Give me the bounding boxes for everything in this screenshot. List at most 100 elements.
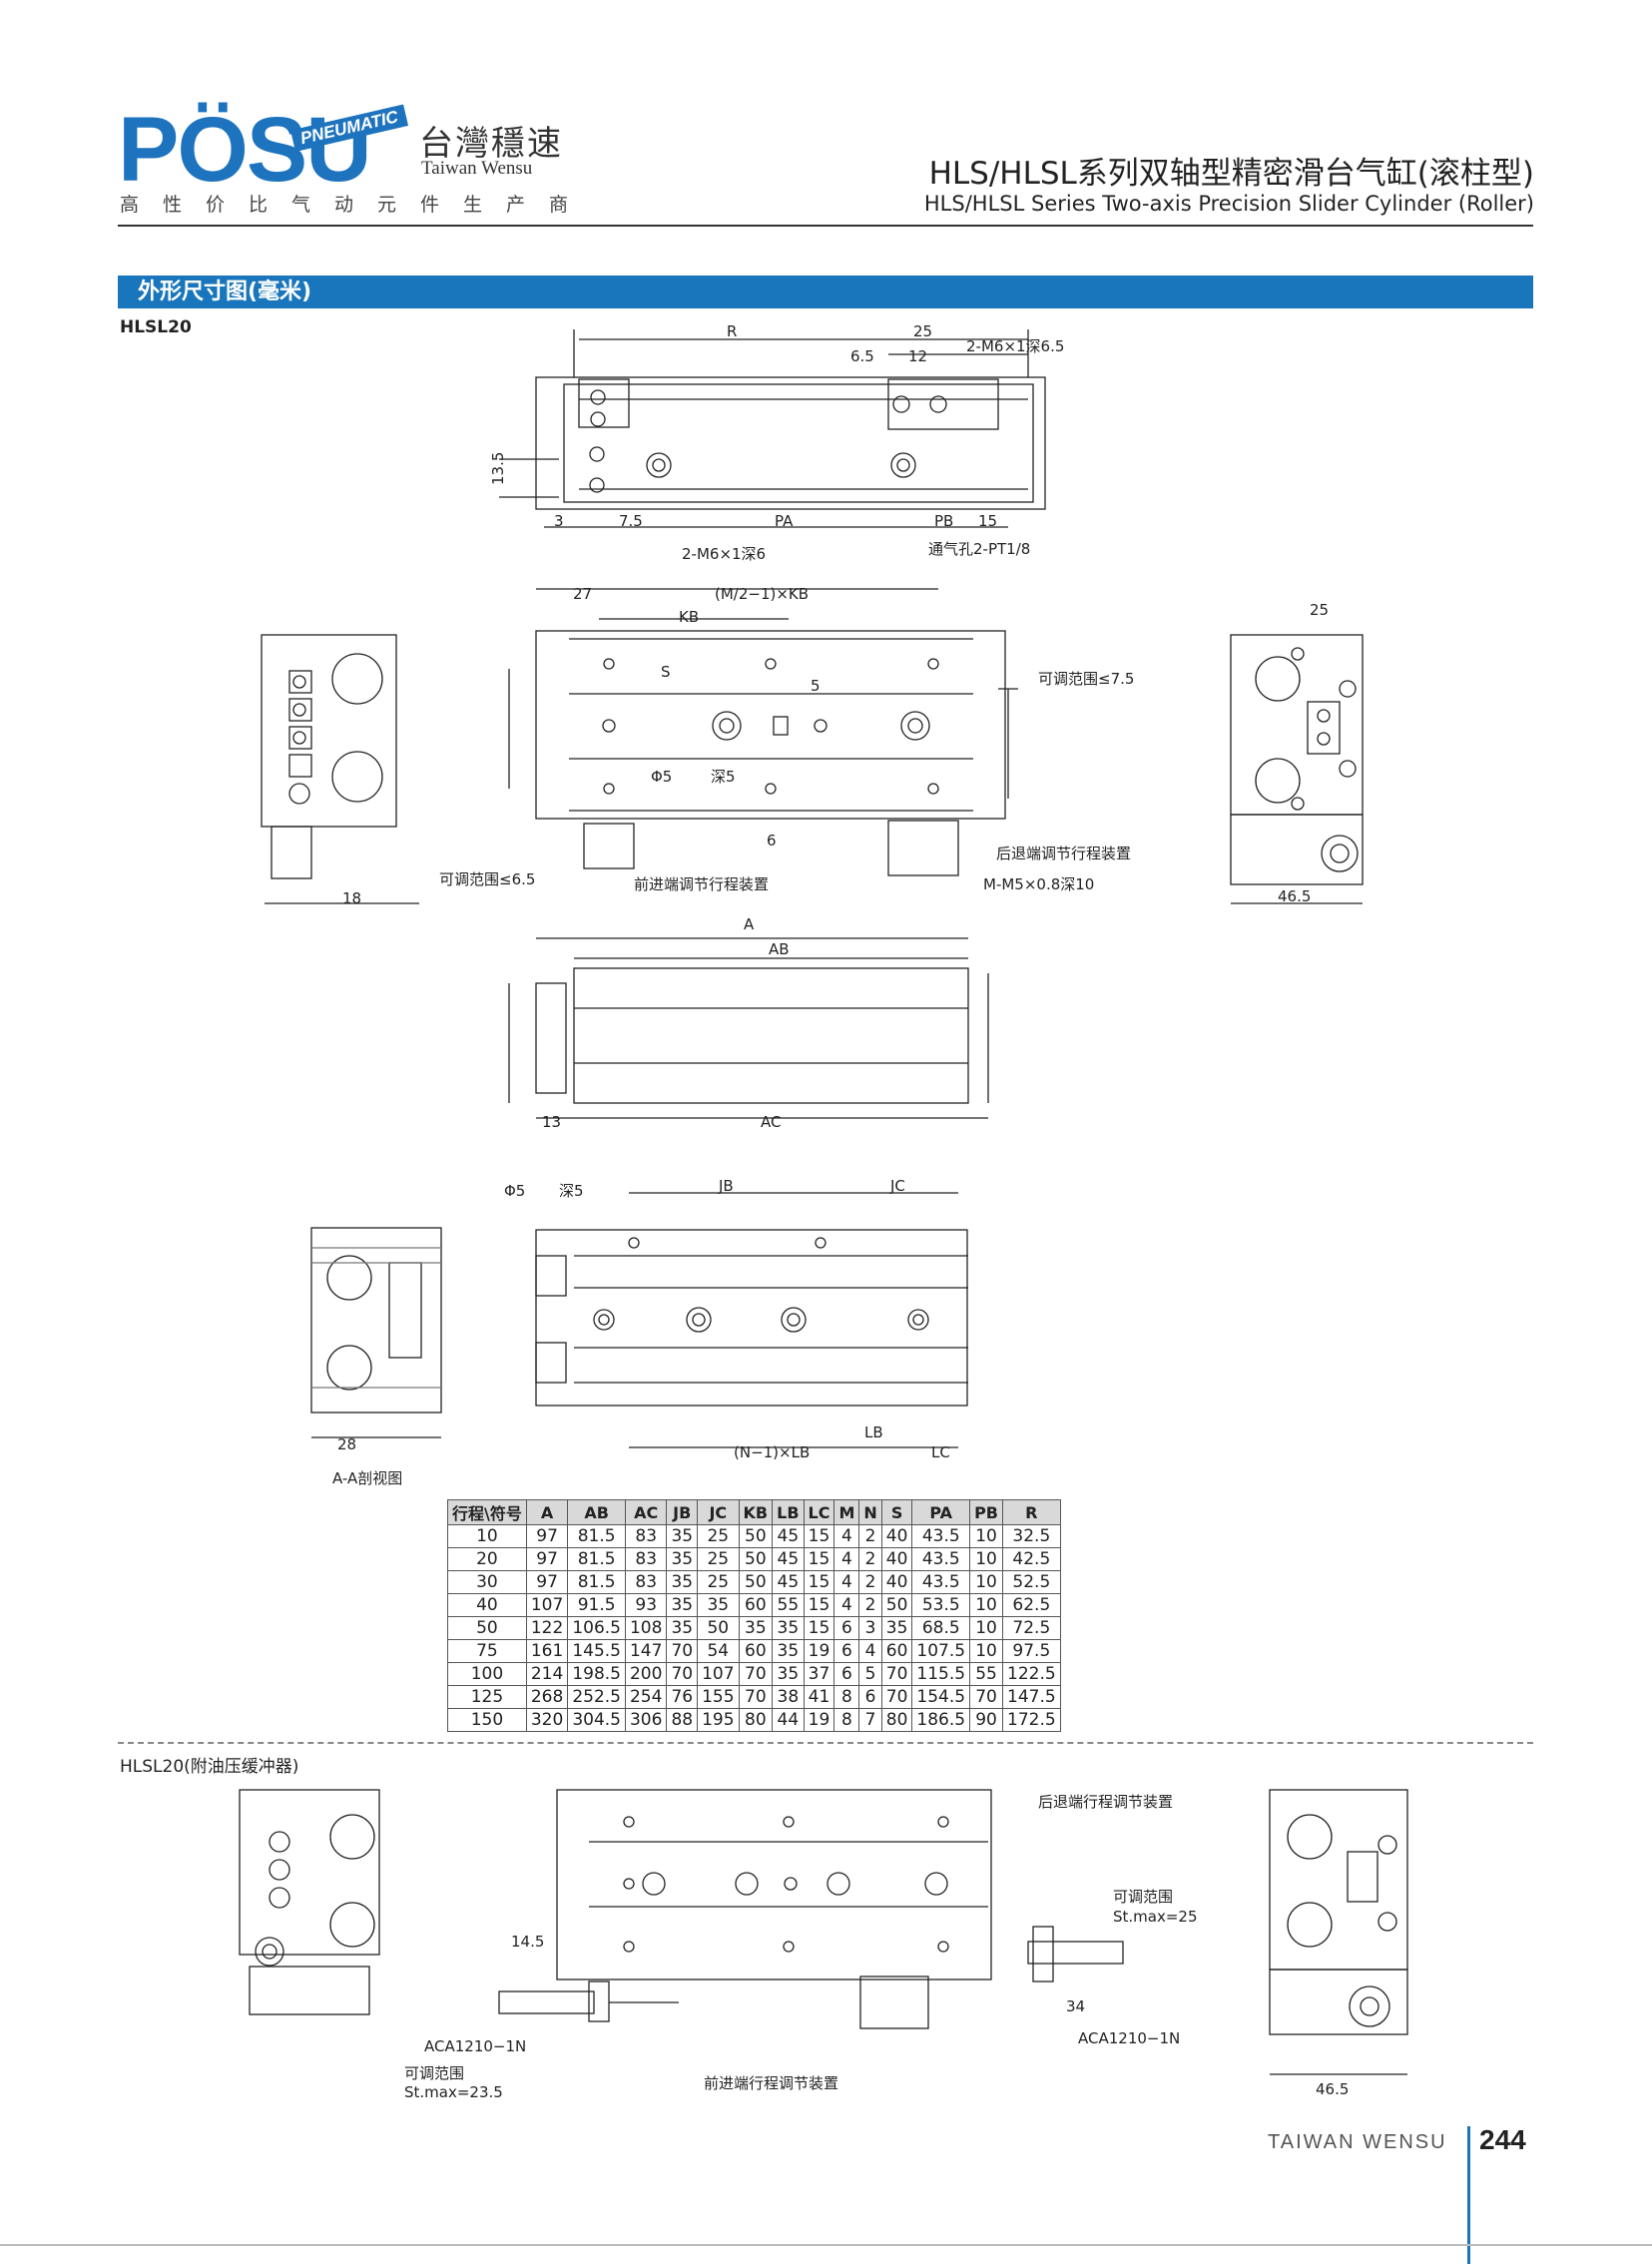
- table-cell: 45: [772, 1524, 805, 1548]
- table-cell: 2: [858, 1570, 882, 1594]
- table-cell: 6: [858, 1685, 882, 1709]
- dim-nlb: (N−1)×LB: [734, 1443, 810, 1461]
- dim-25: 25: [913, 322, 932, 340]
- table-cell: 108: [624, 1616, 668, 1640]
- table-cell: 45: [772, 1570, 805, 1594]
- table-cell: 252.5: [567, 1685, 626, 1709]
- table-cell: 70: [969, 1685, 1003, 1709]
- brand-name-cn: 台灣穩速: [419, 124, 563, 164]
- table-header-cell: LB: [772, 1499, 805, 1525]
- table-header-cell: A: [525, 1499, 569, 1525]
- note-adj-6-5: 可调范围≤6.5: [439, 870, 535, 888]
- table-cell: 20: [447, 1547, 527, 1571]
- page-title-en: HLS/HLSL Series Two-axis Precision Slide…: [923, 192, 1534, 216]
- table-cell: 50: [738, 1570, 774, 1594]
- table-cell: 97.5: [1002, 1639, 1061, 1663]
- table-cell: 6: [833, 1616, 860, 1640]
- dim-25-r: 25: [1310, 601, 1329, 619]
- table-cell: 62.5: [1002, 1593, 1061, 1617]
- table-header-cell: JB: [666, 1499, 699, 1525]
- table-cell: 115.5: [911, 1662, 971, 1686]
- note-st25: St.max=25: [1113, 1908, 1198, 1926]
- table-cell: 320: [525, 1708, 569, 1732]
- table-cell: 15: [803, 1524, 835, 1548]
- left-end-view: [261, 634, 419, 904]
- table-cell: 50: [738, 1524, 774, 1548]
- table-cell: 15: [803, 1593, 835, 1617]
- dim-deep5: 深5: [711, 768, 736, 786]
- label-section-aa: A-A剖视图: [332, 1469, 402, 1487]
- table-cell: 70: [666, 1662, 699, 1686]
- table-cell: 50: [738, 1547, 774, 1571]
- table-cell: 10: [969, 1639, 1003, 1663]
- table-cell: 40: [880, 1524, 913, 1548]
- dim-LB: LB: [864, 1423, 883, 1441]
- table-cell: 91.5: [567, 1593, 626, 1617]
- dim-3: 3: [554, 512, 564, 530]
- note-adj-7-5: 可调范围≤7.5: [1038, 670, 1134, 688]
- table-cell: 90: [969, 1708, 1003, 1732]
- table-cell: 150: [447, 1708, 527, 1732]
- table-cell: 70: [666, 1639, 699, 1663]
- side-view: [508, 937, 989, 1119]
- dim-PA: PA: [775, 512, 794, 530]
- dim-46-5: 46.5: [1278, 887, 1311, 905]
- table-cell: 38: [772, 1685, 805, 1709]
- table-cell: 161: [525, 1639, 569, 1663]
- table-header-cell: PA: [911, 1499, 971, 1525]
- dashed-divider: [118, 1742, 1533, 1744]
- dim-7-5: 7.5: [619, 512, 643, 530]
- table-cell: 70: [738, 1685, 774, 1709]
- note-front-adj: 前进端调节行程装置: [634, 875, 769, 893]
- table-cell: 43.5: [911, 1570, 971, 1594]
- table-cell: 195: [697, 1708, 740, 1732]
- dim-13-5: 13.5: [489, 452, 507, 485]
- table-header-cell: R: [1002, 1499, 1061, 1525]
- table-cell: 15: [803, 1616, 835, 1640]
- dim-34: 34: [1066, 1997, 1085, 2015]
- table-header-cell: N: [858, 1499, 882, 1525]
- table-cell: 35: [666, 1593, 699, 1617]
- table-cell: 19: [803, 1639, 835, 1663]
- table-cell: 10: [969, 1547, 1003, 1571]
- table-cell: 4: [833, 1524, 860, 1548]
- table-cell: 2: [858, 1593, 882, 1617]
- table-cell: 122.5: [1002, 1662, 1061, 1686]
- table-cell: 35: [697, 1593, 740, 1617]
- dim-R: R: [727, 322, 737, 340]
- section-aa: [310, 1227, 442, 1438]
- table-header-cell: AC: [624, 1499, 668, 1525]
- table-cell: 52.5: [1002, 1570, 1061, 1594]
- table-cell: 107: [697, 1662, 740, 1686]
- bottom-view: [535, 1192, 968, 1448]
- table-cell: 70: [880, 1662, 913, 1686]
- table-cell: 42.5: [1002, 1547, 1061, 1571]
- table-cell: 35: [666, 1616, 699, 1640]
- table-cell: 100: [447, 1662, 527, 1686]
- table-cell: 2: [858, 1524, 882, 1548]
- table-cell: 35: [666, 1524, 699, 1548]
- dim-14-5: 14.5: [511, 1933, 544, 1951]
- dim-AC: AC: [761, 1113, 781, 1131]
- table-header-cell: KB: [738, 1499, 774, 1525]
- table-cell: 8: [833, 1685, 860, 1709]
- table-cell: 35: [772, 1662, 805, 1686]
- note-front-adj-2: 前进端行程调节装置: [704, 2074, 838, 2092]
- table-header-cell: M: [833, 1499, 860, 1525]
- logo-wordmark: PÖSU: [118, 99, 372, 201]
- dim-S: S: [661, 663, 671, 681]
- table-cell: 81.5: [567, 1570, 626, 1594]
- note-m6-6: 2-M6×1深6: [682, 545, 766, 563]
- table-cell: 3: [858, 1616, 882, 1640]
- table-cell: 10: [969, 1616, 1003, 1640]
- table-cell: 35: [772, 1639, 805, 1663]
- table-cell: 40: [880, 1547, 913, 1571]
- table-cell: 2: [858, 1547, 882, 1571]
- note-adj-range: 可调范围: [1113, 1888, 1173, 1906]
- table-cell: 268: [525, 1685, 569, 1709]
- dim-KB: KB: [679, 608, 699, 626]
